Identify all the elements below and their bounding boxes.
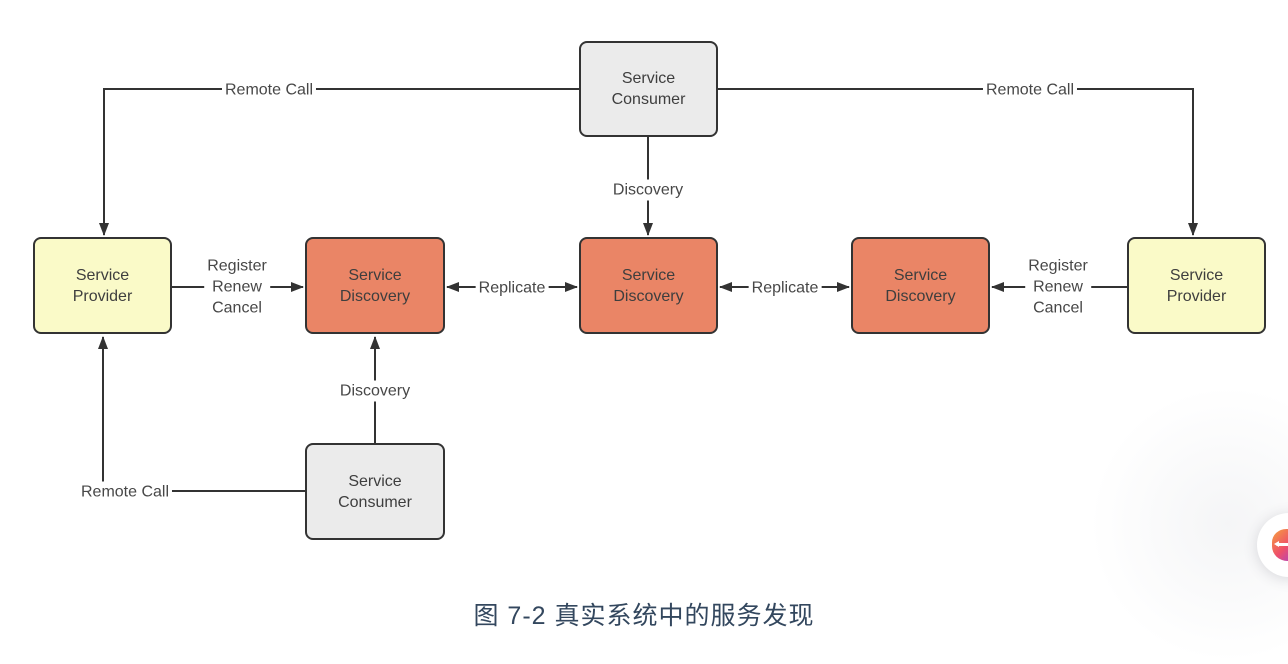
edge-label-register-right: Register Renew Cancel xyxy=(1025,255,1091,319)
edge-label-replicate-right: Replicate xyxy=(748,277,822,299)
node-service-discovery-middle: Service Discovery xyxy=(579,237,718,334)
node-service-discovery-left: Service Discovery xyxy=(305,237,445,334)
node-service-consumer-top: Service Consumer xyxy=(579,41,718,137)
edge-label-register-left: Register Renew Cancel xyxy=(204,255,270,319)
edge-label-remote-call-top-left: Remote Call xyxy=(221,79,317,101)
node-service-provider-right: Service Provider xyxy=(1127,237,1266,334)
edge-label-replicate-left: Replicate xyxy=(475,277,549,299)
ai-assistant-logo-icon xyxy=(1272,529,1288,561)
node-service-discovery-right: Service Discovery xyxy=(851,237,990,334)
node-service-provider-left: Service Provider xyxy=(33,237,172,334)
edge-label-discovery-top: Discovery xyxy=(609,179,687,201)
edge-remote-call-top-right xyxy=(718,88,1198,236)
edge-remote-call-top-left xyxy=(99,88,579,236)
edge-remote-call-bottom xyxy=(98,336,305,492)
edge-label-remote-call-bottom: Remote Call xyxy=(77,481,173,503)
edge-label-discovery-bottom: Discovery xyxy=(336,380,414,402)
figure-caption: 图 7-2 真实系统中的服务发现 xyxy=(473,602,815,630)
edge-label-remote-call-top-right: Remote Call xyxy=(982,79,1078,101)
node-service-consumer-bottom: Service Consumer xyxy=(305,443,445,540)
